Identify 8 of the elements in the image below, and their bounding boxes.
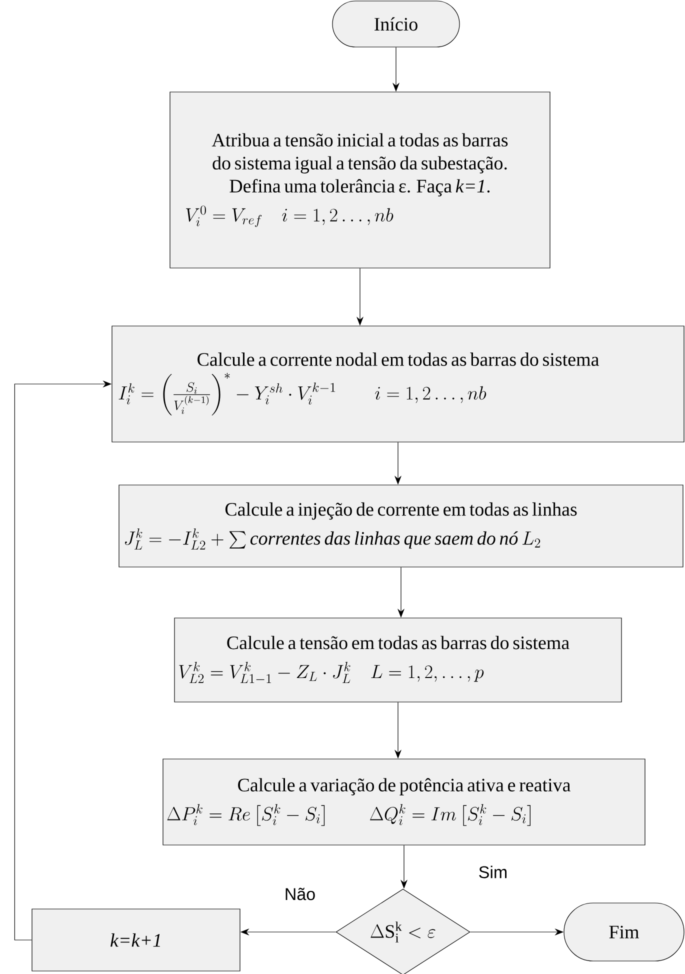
process-box: Calcule a variação de potência ativa e reativa $\Delta P_i^k = Re\left[S_i^k - S_i\right] \qquad \Delta Q_i^k = Im\left[S_i^k - S_i\right]$ <box>162 758 646 846</box>
process-box: Calcule a injeção de corrente em todas as linhas $J_L^k = -I_{L2}^k + \sum \textit{correntes das linhas que saem do nó } L_2$ <box>118 484 684 568</box>
process-box: Atribua a tensão inicial a todas as barras do sistema igual a tensão da subestação. Defina uma tolerância ε. Faça k=1. $V_i^0 = V_{ref} \quad i = 1,2 \ldots, nb$ <box>170 92 550 268</box>
process-box: k=k+1 <box>32 908 240 972</box>
edge-label: Não <box>283 886 317 902</box>
process-box: Calcule a corrente nodal em todas as barras do sistema $I_i^k = \left(\frac{S_i}{V_i^{(k-1)}}\right)^{*} - Y_i^{sh} \cdot V_i^{k-1} \qquad i = 1,2 \ldots, nb$ <box>112 326 684 442</box>
process-box: Calcule a tensão em todas as barras do sistema $V_{L2}^k = V_{L1-1}^k - Z_L \cdot J_L^k \quad L = 1,2,\ldots,p$ <box>174 618 622 702</box>
edge-label: Sim <box>477 864 509 880</box>
